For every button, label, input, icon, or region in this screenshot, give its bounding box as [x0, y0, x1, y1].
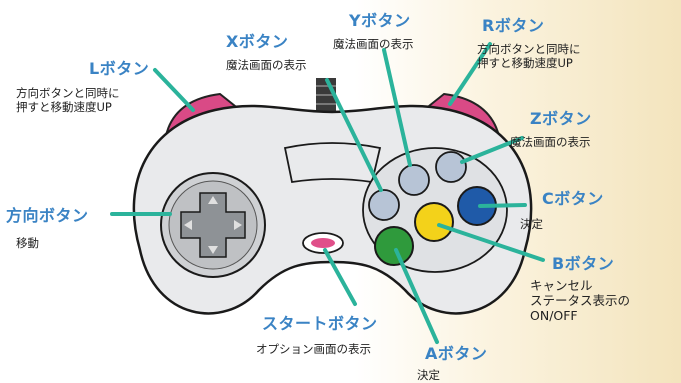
l-button-label: Lボタン	[89, 55, 149, 79]
leader-lines	[110, 42, 545, 344]
b-button-label: Bボタン キャンセル ステータス表示の ON/OFF	[530, 250, 630, 323]
center-panel	[283, 142, 382, 184]
z-button-label: Zボタン 魔法画面の表示	[510, 105, 592, 149]
b-button-title: Bボタン	[552, 254, 615, 273]
leader-z	[460, 136, 524, 164]
leader-c	[478, 203, 527, 208]
start-button-label: スタートボタン オプション画面の表示	[256, 310, 378, 356]
r-button-title: Rボタン	[482, 16, 545, 35]
y-button-desc: 魔法画面の表示	[333, 37, 414, 51]
c-button-desc: 決定	[520, 217, 543, 231]
x-button-title: Xボタン	[226, 32, 289, 51]
start-button	[302, 232, 344, 254]
start-button-title: スタートボタン	[262, 314, 378, 333]
b-button-desc-line-1: キャンセル	[530, 278, 593, 293]
l-button-title: Lボタン	[89, 59, 150, 78]
a-button-desc: 決定	[417, 368, 440, 382]
dpad-desc: 移動	[16, 236, 39, 250]
y-face-button	[398, 164, 430, 196]
z-face-button	[435, 151, 467, 183]
x-button-desc: 魔法画面の表示	[226, 58, 307, 72]
y-button-title: Yボタン	[349, 11, 411, 30]
x-button-label: Xボタン 魔法画面の表示	[226, 28, 307, 72]
c-button-title: Cボタン	[542, 189, 604, 208]
leader-start	[323, 248, 357, 306]
c-button-label: Cボタン 決定	[520, 185, 604, 231]
b-button-desc-line-2: ステータス表示の	[530, 293, 631, 308]
leader-b	[437, 223, 545, 262]
leader-r	[448, 42, 492, 106]
y-button-label: Yボタン 魔法画面の表示	[333, 7, 414, 51]
b-button-desc-line-3: ON/OFF	[530, 308, 578, 323]
dpad-label: 方向ボタン 移動	[6, 202, 89, 250]
l-button-description: 方向ボタンと同時に 押すと移動速度UP	[16, 86, 120, 114]
l-button-desc-line-2: 押すと移動速度UP	[16, 100, 112, 114]
dpad-title: 方向ボタン	[6, 206, 89, 225]
l-button-desc-line-1: 方向ボタンと同時に	[16, 86, 120, 100]
a-button-title: Aボタン	[425, 344, 488, 363]
r-button-desc-line-2: 押すと移動速度UP	[477, 56, 573, 70]
dpad	[160, 172, 266, 278]
leader-x	[325, 78, 383, 192]
r-button-label: Rボタン 方向ボタンと同時に 押すと移動速度UP	[477, 12, 581, 70]
z-button-desc: 魔法画面の表示	[510, 135, 591, 149]
leader-a	[394, 248, 439, 344]
b-face-button	[414, 202, 454, 242]
z-button-title: Zボタン	[530, 109, 592, 128]
leader-y	[382, 48, 412, 167]
a-face-button	[374, 226, 414, 266]
leader-l	[153, 68, 195, 112]
a-button-label: Aボタン 決定	[417, 340, 487, 382]
start-button-desc: オプション画面の表示	[256, 342, 371, 356]
r-button-desc-line-1: 方向ボタンと同時に	[477, 42, 581, 56]
x-face-button	[368, 189, 400, 221]
